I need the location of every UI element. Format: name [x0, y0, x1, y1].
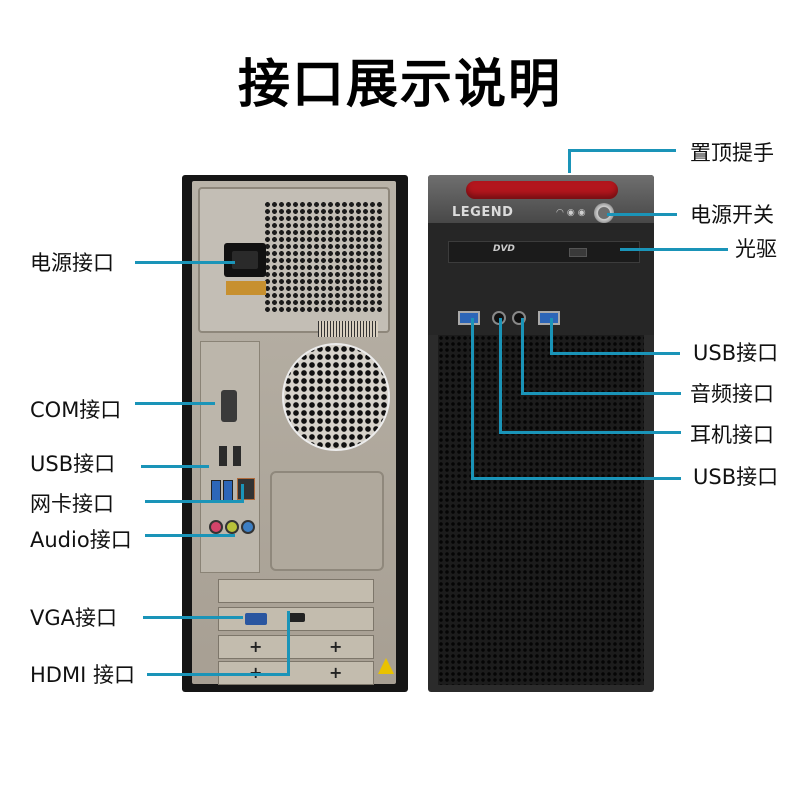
audio-jack-blue [241, 520, 255, 534]
leader-line [135, 261, 235, 264]
leader-line [135, 402, 215, 405]
com-connector [221, 390, 237, 422]
leader-line [287, 611, 290, 676]
barcode-sticker [318, 321, 378, 337]
screw-mark-icon: + [249, 637, 263, 656]
rear-usb3-port [223, 480, 233, 502]
leader-line [141, 465, 209, 468]
label-usb-port-front-left: USB接口 [693, 465, 779, 489]
hdmi-connector [287, 613, 305, 622]
expansion-slot-cover: + + [218, 635, 374, 659]
label-audio-port: Audio接口 [30, 528, 132, 552]
label-lan-port: 网卡接口 [30, 492, 114, 516]
optical-drive-tray: DVD [448, 241, 640, 263]
status-led-icons: ◠◉◉ [556, 208, 589, 218]
label-headphone-port: 耳机接口 [690, 423, 774, 447]
label-power-switch: 电源开关 [690, 203, 774, 227]
label-hdmi-port: HDMI 接口 [30, 663, 135, 687]
leader-line [620, 248, 728, 251]
rear-usb2-port [233, 446, 241, 466]
label-vga-port: VGA接口 [30, 606, 118, 630]
screw-mark-icon: + [329, 637, 343, 656]
rear-usb2-port [219, 446, 227, 466]
dvd-logo: DVD [493, 244, 515, 254]
leader-line [521, 318, 524, 394]
leader-line [550, 318, 553, 354]
expansion-slot-cover [218, 579, 374, 603]
label-power-port: 电源接口 [30, 251, 114, 275]
audio-jack-pink [209, 520, 223, 534]
page-title: 接口展示说明 [237, 55, 562, 115]
leader-line [521, 392, 681, 395]
rear-usb3-port [211, 480, 221, 502]
front-usb-port-left [458, 311, 480, 325]
label-usb-port-front-right: USB接口 [693, 341, 779, 365]
leader-line [550, 352, 680, 355]
leader-line [471, 318, 474, 479]
leader-line [143, 616, 243, 619]
leader-line [568, 149, 676, 152]
brand-logo: LEGEND [452, 205, 514, 220]
screw-mark-icon: + [329, 663, 343, 682]
rj45-connector [237, 478, 255, 500]
psu-warning-sticker [226, 281, 266, 295]
front-bezel: DVD [428, 223, 654, 335]
label-usb-port-rear: USB接口 [30, 452, 116, 476]
rear-io-panel [200, 341, 260, 573]
leader-line [499, 318, 502, 433]
screw-mark-icon: + [249, 663, 262, 682]
leader-line [568, 149, 571, 173]
rear-tower-image: + + + + [182, 175, 408, 692]
eject-button-icon [569, 248, 587, 257]
leader-line [471, 477, 681, 480]
front-mesh-panel [438, 335, 644, 685]
power-socket [224, 243, 266, 277]
audio-jack-green [225, 520, 239, 534]
leader-line [241, 484, 244, 503]
graphics-card-slot [218, 607, 374, 631]
leader-line [147, 673, 289, 676]
psu-vent-grill [264, 201, 384, 313]
top-handle [466, 181, 618, 199]
leader-line [607, 213, 677, 216]
leader-line [145, 500, 243, 503]
label-audio-port-front: 音频接口 [690, 382, 774, 406]
warning-triangle-icon [378, 658, 394, 674]
label-optical-drive: 光驱 [735, 237, 777, 261]
vga-connector [245, 613, 267, 625]
power-supply-unit [198, 187, 390, 333]
power-button-icon [594, 203, 614, 223]
leader-line [145, 534, 235, 537]
fan-vent-grill [282, 343, 390, 451]
front-usb-port-right [538, 311, 560, 325]
mounting-bracket [270, 471, 384, 571]
leader-line [499, 431, 681, 434]
label-com-port: COM接口 [30, 398, 122, 422]
label-top-handle: 置顶提手 [690, 141, 774, 165]
